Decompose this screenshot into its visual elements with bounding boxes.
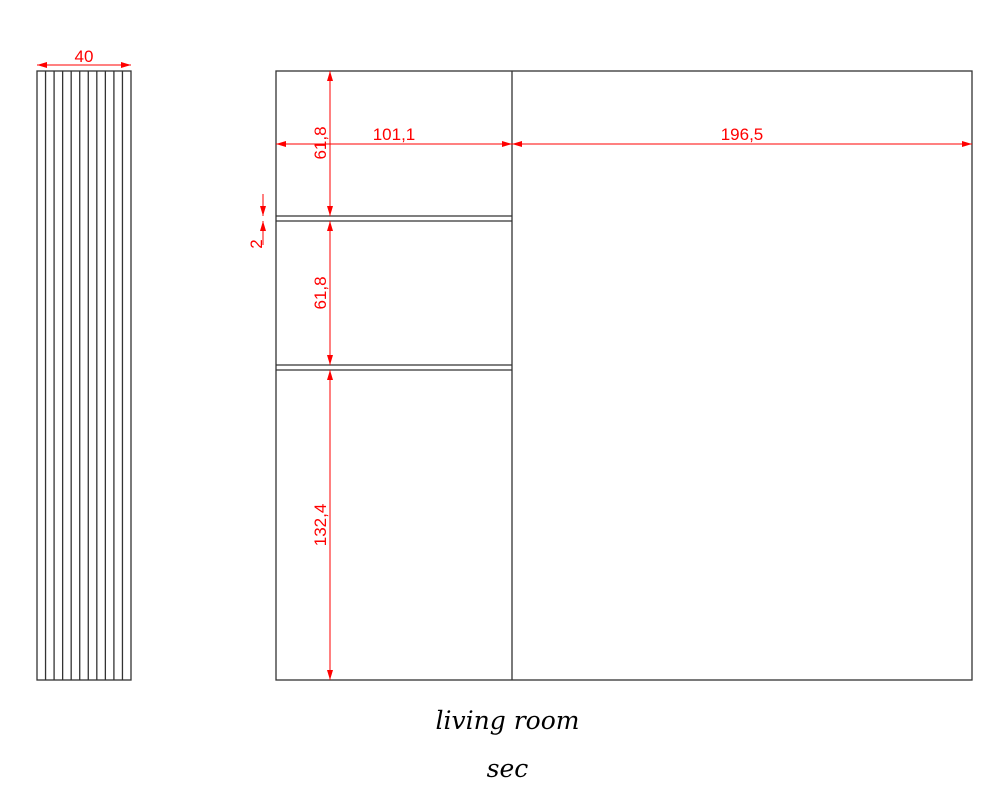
dim-label-61-8-top: 61,8 xyxy=(311,126,330,159)
dimension-shelf-thickness: 2 xyxy=(247,194,266,249)
dimension-side-width: 40 xyxy=(37,47,131,68)
caption-subtitle: sec xyxy=(486,754,529,783)
dim-label-101-1: 101,1 xyxy=(373,125,416,144)
caption-title: living room xyxy=(435,706,580,735)
dim-label-132-4: 132,4 xyxy=(311,504,330,547)
dimension-right-width: 196,5 xyxy=(512,125,972,147)
dimension-compartment-width: 101,1 xyxy=(276,125,512,147)
dim-label-2: 2 xyxy=(247,239,266,248)
dim-label-61-8-middle: 61,8 xyxy=(311,276,330,309)
dimension-middle-height: 61,8 xyxy=(311,221,333,365)
dim-label-40: 40 xyxy=(75,47,94,66)
dimension-top-height: 61,8 xyxy=(311,71,333,216)
side-panel xyxy=(36,70,132,681)
main-unit xyxy=(275,70,973,681)
dim-label-196-5: 196,5 xyxy=(721,125,764,144)
dimension-bottom-height: 132,4 xyxy=(311,370,333,680)
